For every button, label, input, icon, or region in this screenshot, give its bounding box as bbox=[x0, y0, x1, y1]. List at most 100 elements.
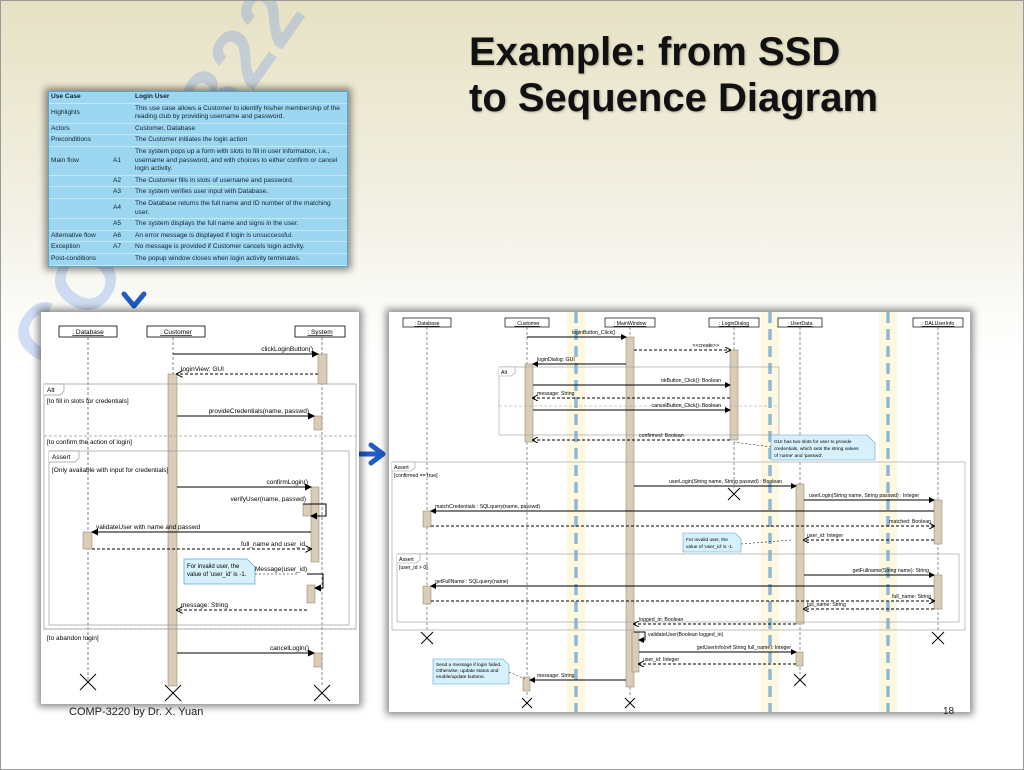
guard-label: [to abandon login] bbox=[47, 635, 99, 642]
table-cell: No message is provided if Customer cance… bbox=[133, 241, 347, 254]
sequence-diagram: : Database : Customer : MainWindow : Log… bbox=[389, 312, 970, 712]
table-cell: The Database returns the full name and I… bbox=[133, 198, 347, 220]
down-arrow-icon bbox=[121, 291, 147, 309]
table-cell: A5 bbox=[111, 218, 133, 231]
message: clickLoginButton() bbox=[173, 346, 319, 358]
svg-text:cancelLogin(): cancelLogin() bbox=[270, 645, 309, 652]
fragment-assert-label: Assert bbox=[52, 454, 71, 461]
message: confirmLogin() bbox=[177, 479, 312, 491]
svg-text:enable/update buttons.: enable/update buttons. bbox=[436, 674, 485, 680]
fragment-assert-label: Assert bbox=[399, 557, 414, 563]
message: showMessage(user_id) bbox=[240, 566, 324, 592]
message: confirmed: Boolean bbox=[533, 433, 730, 440]
table-cell bbox=[111, 134, 133, 147]
note: Send a message if login failed. Otherwis… bbox=[432, 658, 526, 685]
fragment-alt-label: Alt bbox=[501, 370, 508, 376]
table-cell: The system displays the full name and si… bbox=[133, 218, 347, 231]
table-cell: Customer, Database bbox=[133, 123, 347, 136]
table-cell bbox=[49, 218, 111, 231]
svg-text:getFullname(String name): Stri: getFullname(String name): String bbox=[853, 568, 930, 574]
svg-text:loginView: GUI: loginView: GUI bbox=[181, 366, 224, 373]
table-cell: Preconditions bbox=[49, 134, 111, 147]
note-text: For invalid user, the bbox=[187, 564, 240, 570]
lifeline-label: : Customer bbox=[160, 329, 193, 336]
svg-text:validateUser with name and pas: validateUser with name and passwd bbox=[96, 524, 200, 531]
svg-text:For invalid user, the: For invalid user, the bbox=[686, 537, 728, 543]
title-line-1: Example: from SSD bbox=[469, 30, 841, 74]
message: full_name: String bbox=[431, 594, 934, 601]
table-cell: Highlights bbox=[49, 103, 111, 124]
message: loginButton_Click() bbox=[527, 330, 627, 340]
table-cell bbox=[111, 103, 133, 124]
message: cancelLogin() bbox=[177, 645, 315, 657]
table-cell: A1 bbox=[111, 146, 133, 176]
svg-text:validateUser(Boolean logged_in: validateUser(Boolean logged_in) bbox=[648, 632, 724, 638]
table-cell bbox=[49, 175, 111, 188]
message: loginView: GUI bbox=[177, 366, 318, 374]
lifeline-label: : LoginDialog bbox=[719, 321, 749, 327]
guide-lines bbox=[567, 312, 897, 712]
table-cell: A4 bbox=[111, 198, 133, 220]
page-number: 18 bbox=[943, 706, 955, 717]
svg-text:Send a message if login failed: Send a message if login failed. bbox=[436, 662, 501, 668]
svg-text:value of 'user_id' is -1.: value of 'user_id' is -1. bbox=[686, 544, 733, 550]
svg-text:Otherwise, update status and: Otherwise, update status and bbox=[436, 668, 499, 674]
lifeline-label: : Database bbox=[414, 321, 439, 327]
message: getFullName : SQLquery(name) bbox=[430, 579, 934, 589]
table-cell: Exception bbox=[49, 241, 111, 254]
message: message: String bbox=[533, 391, 730, 398]
svg-text:user_id: Integer: user_id: Integer bbox=[643, 657, 679, 663]
svg-text:matchCredentials : SQLquery(na: matchCredentials : SQLquery(name, passwd… bbox=[435, 504, 540, 510]
guard-label: [confirmed == true] bbox=[394, 473, 438, 479]
lifeline-label: : UserData bbox=[788, 321, 813, 327]
svg-text:loginButton_Click(): loginButton_Click() bbox=[572, 330, 616, 336]
note: For invalid user, the value of 'user_id'… bbox=[183, 558, 299, 585]
table-cell bbox=[111, 123, 133, 136]
message: message: String bbox=[177, 602, 307, 610]
svg-text:getFullName : SQLquery(name): getFullName : SQLquery(name) bbox=[435, 579, 509, 585]
table-cell: A7 bbox=[111, 241, 133, 254]
message: getFullname(String name): String bbox=[804, 568, 935, 578]
fragment-assert-label: Assert bbox=[394, 465, 409, 471]
footer-text: COMP-3220 by Dr. X. Yuan bbox=[69, 706, 204, 718]
svg-text:provideCredentials(name, passw: provideCredentials(name, passwd) bbox=[209, 408, 309, 415]
table-cell: Alternative flow bbox=[49, 230, 111, 243]
svg-text:message: String: message: String bbox=[537, 391, 575, 397]
svg-text:full_name: String: full_name: String bbox=[892, 594, 931, 600]
table-cell: The popup window closes when login activ… bbox=[133, 253, 347, 266]
svg-text:showMessage(user_id): showMessage(user_id) bbox=[240, 566, 307, 573]
title-line-2: to Sequence Diagram bbox=[469, 76, 879, 120]
svg-text:loginDialog: GUI: loginDialog: GUI bbox=[537, 357, 575, 363]
svg-text:userLogin(String name, String: userLogin(String name, String passwd) : … bbox=[809, 493, 919, 499]
svg-text:verifyUser(name, passwd): verifyUser(name, passwd) bbox=[231, 496, 307, 503]
svg-text:message: String: message: String bbox=[181, 602, 228, 609]
svg-text:user_id: Integer: user_id: Integer bbox=[807, 533, 843, 539]
lifeline-database: : Database bbox=[402, 317, 452, 645]
message: logged_in: Boolean bbox=[634, 617, 796, 624]
svg-text:<<create>>: <<create>> bbox=[692, 343, 719, 349]
table-cell: Main flow bbox=[49, 146, 111, 176]
table-cell: The Customer initiates the login action bbox=[133, 134, 347, 147]
message: matched: Boolean bbox=[431, 519, 934, 526]
message: user_id: Integer bbox=[804, 533, 934, 540]
table-cell: Use Case bbox=[49, 92, 111, 104]
lifeline-label: : Customer bbox=[514, 321, 540, 327]
message: user_id: Integer bbox=[639, 657, 796, 664]
lifeline-label: : MainWindow bbox=[614, 321, 647, 327]
table-cell: This use case allows a Customer to ident… bbox=[133, 103, 347, 124]
svg-text:getUserInfo(ref String full_na: getUserInfo(ref String full_name): Integ… bbox=[697, 645, 792, 651]
table-cell: The Customer fills in slots of username … bbox=[133, 175, 347, 188]
lifeline-userdata: : UserData bbox=[777, 317, 823, 687]
table-cell: A3 bbox=[111, 186, 133, 199]
lifeline-database: : Database bbox=[58, 325, 118, 691]
svg-text:confirmed: Boolean: confirmed: Boolean bbox=[639, 433, 684, 439]
svg-text:message: String: message: String bbox=[537, 673, 575, 679]
